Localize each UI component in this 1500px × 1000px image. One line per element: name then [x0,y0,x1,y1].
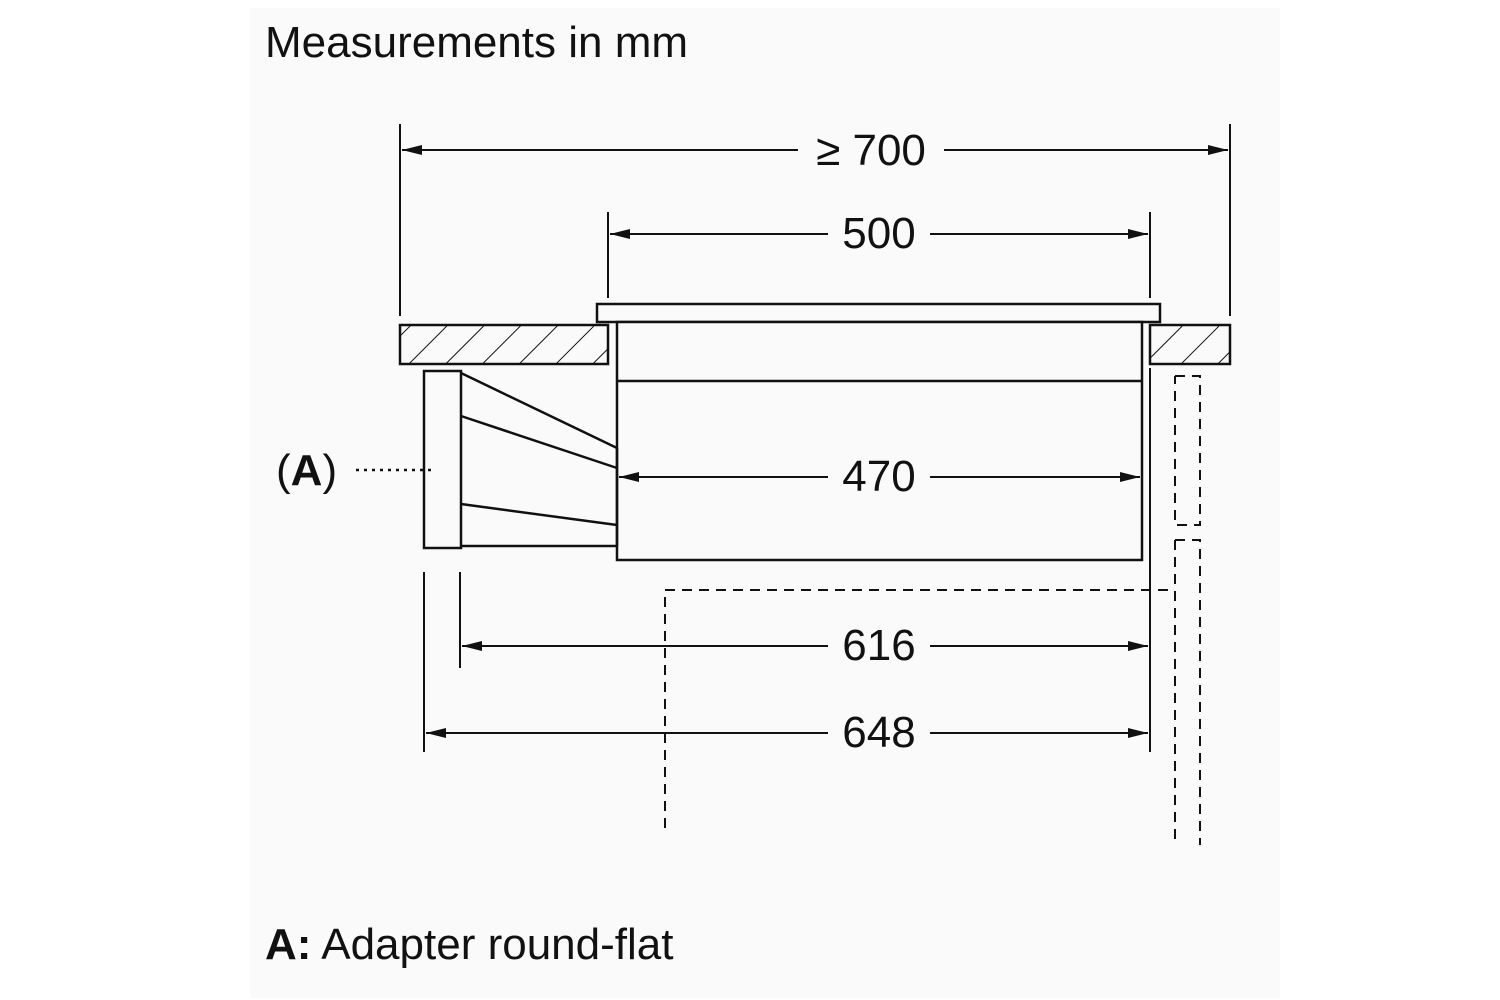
extension-lines [399,124,1231,752]
adapter-flange [422,369,463,550]
page-title: Measurements in mm [265,18,689,67]
legend: A: Adapter round-flat [265,920,673,970]
legend-text: Adapter round-flat [321,920,674,969]
dim-label-700: ≥ 700 [816,126,926,175]
dim-label-648: 648 [842,708,915,757]
countertop-left [398,323,610,366]
callout-label-a: (A) [276,446,337,495]
legend-key: A: [265,920,312,969]
hob-plate [595,302,1162,324]
hob-body [615,320,1144,562]
dim-label-616: 616 [842,621,915,670]
callout-paren-open: ( [276,446,291,495]
cabinet-outline-dashed [664,375,1201,845]
callout-paren-close: ) [322,446,337,495]
dim-label-500: 500 [842,209,915,258]
adapter-duct [460,371,619,548]
countertop-right [1148,323,1232,366]
callout-letter: A [291,446,323,495]
dim-label-470: 470 [842,452,915,501]
